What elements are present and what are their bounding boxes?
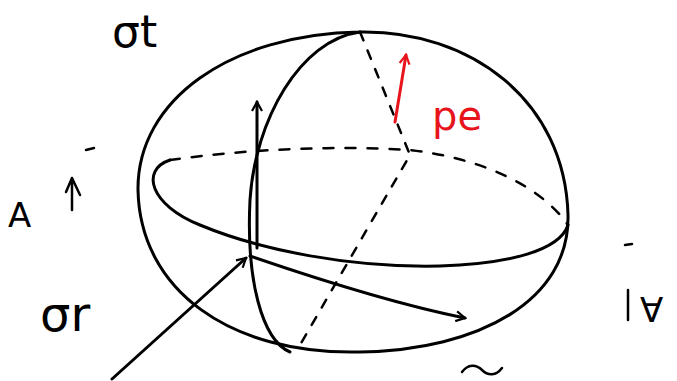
overbar-left [86,148,94,150]
sigma-t-label: σt [112,10,157,54]
a-arrow-right [627,290,630,320]
a-label: A [8,198,31,232]
a-label: A [640,292,663,326]
meridian-front [249,32,360,352]
horizontal-arrow [250,256,465,318]
equator-back [170,148,568,225]
sphere-outline [138,32,568,352]
tilde-mark [462,366,502,375]
pe-arrow [395,55,406,122]
meridian-back [300,32,410,345]
sigma-r-label: σr [40,290,90,338]
pe-label: pe [432,96,482,136]
vertical-arrow [256,102,259,248]
incoming-arrow [112,258,246,379]
a-arrow-left [66,178,80,210]
overbar-right [625,244,632,245]
